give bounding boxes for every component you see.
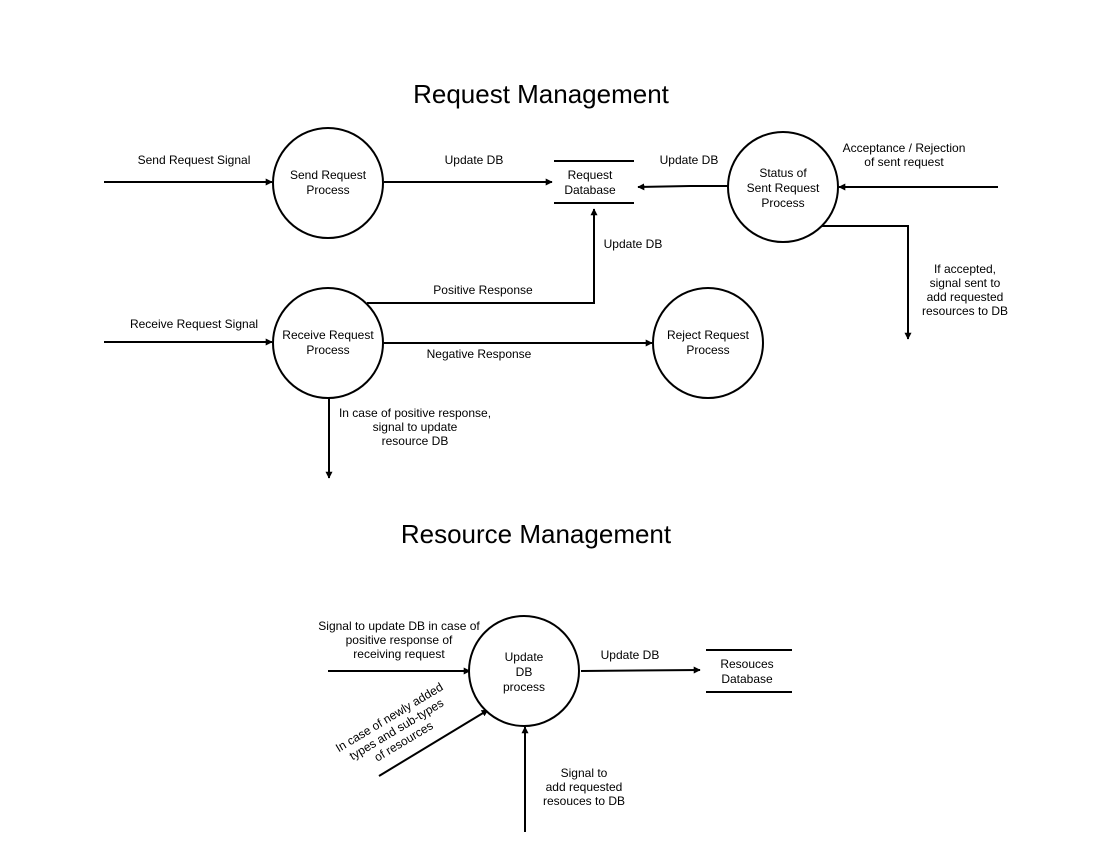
status-process-line-2: Sent Request — [747, 181, 820, 195]
positive-signal-line-1: In case of positive response, — [339, 406, 491, 420]
new-types-label: In case of newly addedtypes and sub-type… — [333, 680, 460, 779]
status-update-db-line-1: Update DB — [660, 153, 719, 167]
send-update-db-label: Update DB — [445, 153, 504, 167]
receive-update-db-label: Update DB — [604, 237, 663, 251]
send-request-process-line-1: Send Request — [290, 168, 367, 182]
edge-new-types: In case of newly addedtypes and sub-type… — [333, 680, 489, 779]
send-update-db-line-1: Update DB — [445, 153, 504, 167]
request-management-title: Request Management — [413, 79, 670, 109]
receive-request-signal-label: Receive Request Signal — [130, 317, 258, 331]
reject-request-process-line-2: Process — [686, 343, 729, 357]
positive-signal-line-2: signal to update — [373, 420, 458, 434]
send-request-process-line-2: Process — [306, 183, 349, 197]
add-requested-line-2: add requested — [546, 780, 623, 794]
receive-request-process-line-1: Receive Request — [282, 328, 374, 342]
receive-update-db-line-1: Update DB — [604, 237, 663, 251]
positive-response-line-1: Positive Response — [433, 283, 533, 297]
edge-positive-signal: In case of positive response,signal to u… — [325, 398, 491, 479]
status-process-line-1: Status of — [759, 166, 807, 180]
resource-update-db-label: Update DB — [601, 648, 660, 662]
edge-send-update-db: Update DB — [384, 153, 553, 186]
if-accepted-line-2: signal sent to — [930, 276, 1001, 290]
request-database-line-1: Request — [568, 168, 613, 182]
edge-positive-response: Positive Response Update DB — [367, 208, 663, 304]
update-db-process-line-2: DB — [516, 665, 533, 679]
positive-response-label: Positive Response — [433, 283, 533, 297]
reject-request-process-line-1: Reject Request — [667, 328, 750, 342]
if-accepted-line-1: If accepted, — [934, 262, 996, 276]
send-request-signal-line-1: Send Request Signal — [138, 153, 251, 167]
send-request-signal-label: Send Request Signal — [138, 153, 251, 167]
if-accepted-line-4: resources to DB — [922, 304, 1008, 318]
add-requested-line-3: resouces to DB — [543, 794, 625, 808]
resources-database-line-1: Resouces — [720, 657, 773, 671]
request-database-line-2: Database — [564, 183, 616, 197]
negative-response-line-1: Negative Response — [427, 347, 532, 361]
negative-response-label: Negative Response — [427, 347, 532, 361]
edge-status-update-db: Update DB — [637, 153, 728, 191]
edge-resource-update-db: Update DB — [580, 648, 701, 674]
add-requested-line-1: Signal to — [561, 766, 608, 780]
resources-database-line-2: Database — [721, 672, 773, 686]
positive-signal-label: In case of positive response,signal to u… — [339, 406, 491, 448]
acceptance-rejection-line-1: Acceptance / Rejection — [843, 141, 966, 155]
signal-update-db-positive-line-3: receiving request — [353, 647, 445, 661]
status-process-line-3: Process — [761, 196, 804, 210]
acceptance-rejection-line-2: of sent request — [864, 155, 944, 169]
positive-signal-line-3: resource DB — [382, 434, 449, 448]
resource-management-title: Resource Management — [401, 519, 672, 549]
update-db-process-line-1: Update — [505, 650, 544, 664]
receive-request-signal-line-1: Receive Request Signal — [130, 317, 258, 331]
signal-update-db-positive-line-1: Signal to update DB in case of — [318, 619, 480, 633]
update-db-process-line-3: process — [503, 680, 545, 694]
receive-request-process-line-2: Process — [306, 343, 349, 357]
signal-update-db-positive-line-2: positive response of — [346, 633, 453, 647]
edge-send-request-signal: Send Request Signal — [104, 153, 273, 186]
resource-update-db-line-1: Update DB — [601, 648, 660, 662]
if-accepted-line-3: add requested — [927, 290, 1004, 304]
status-update-db-label: Update DB — [660, 153, 719, 167]
edge-negative-response: Negative Response — [384, 339, 653, 361]
edge-receive-request-signal: Receive Request Signal — [104, 317, 273, 346]
